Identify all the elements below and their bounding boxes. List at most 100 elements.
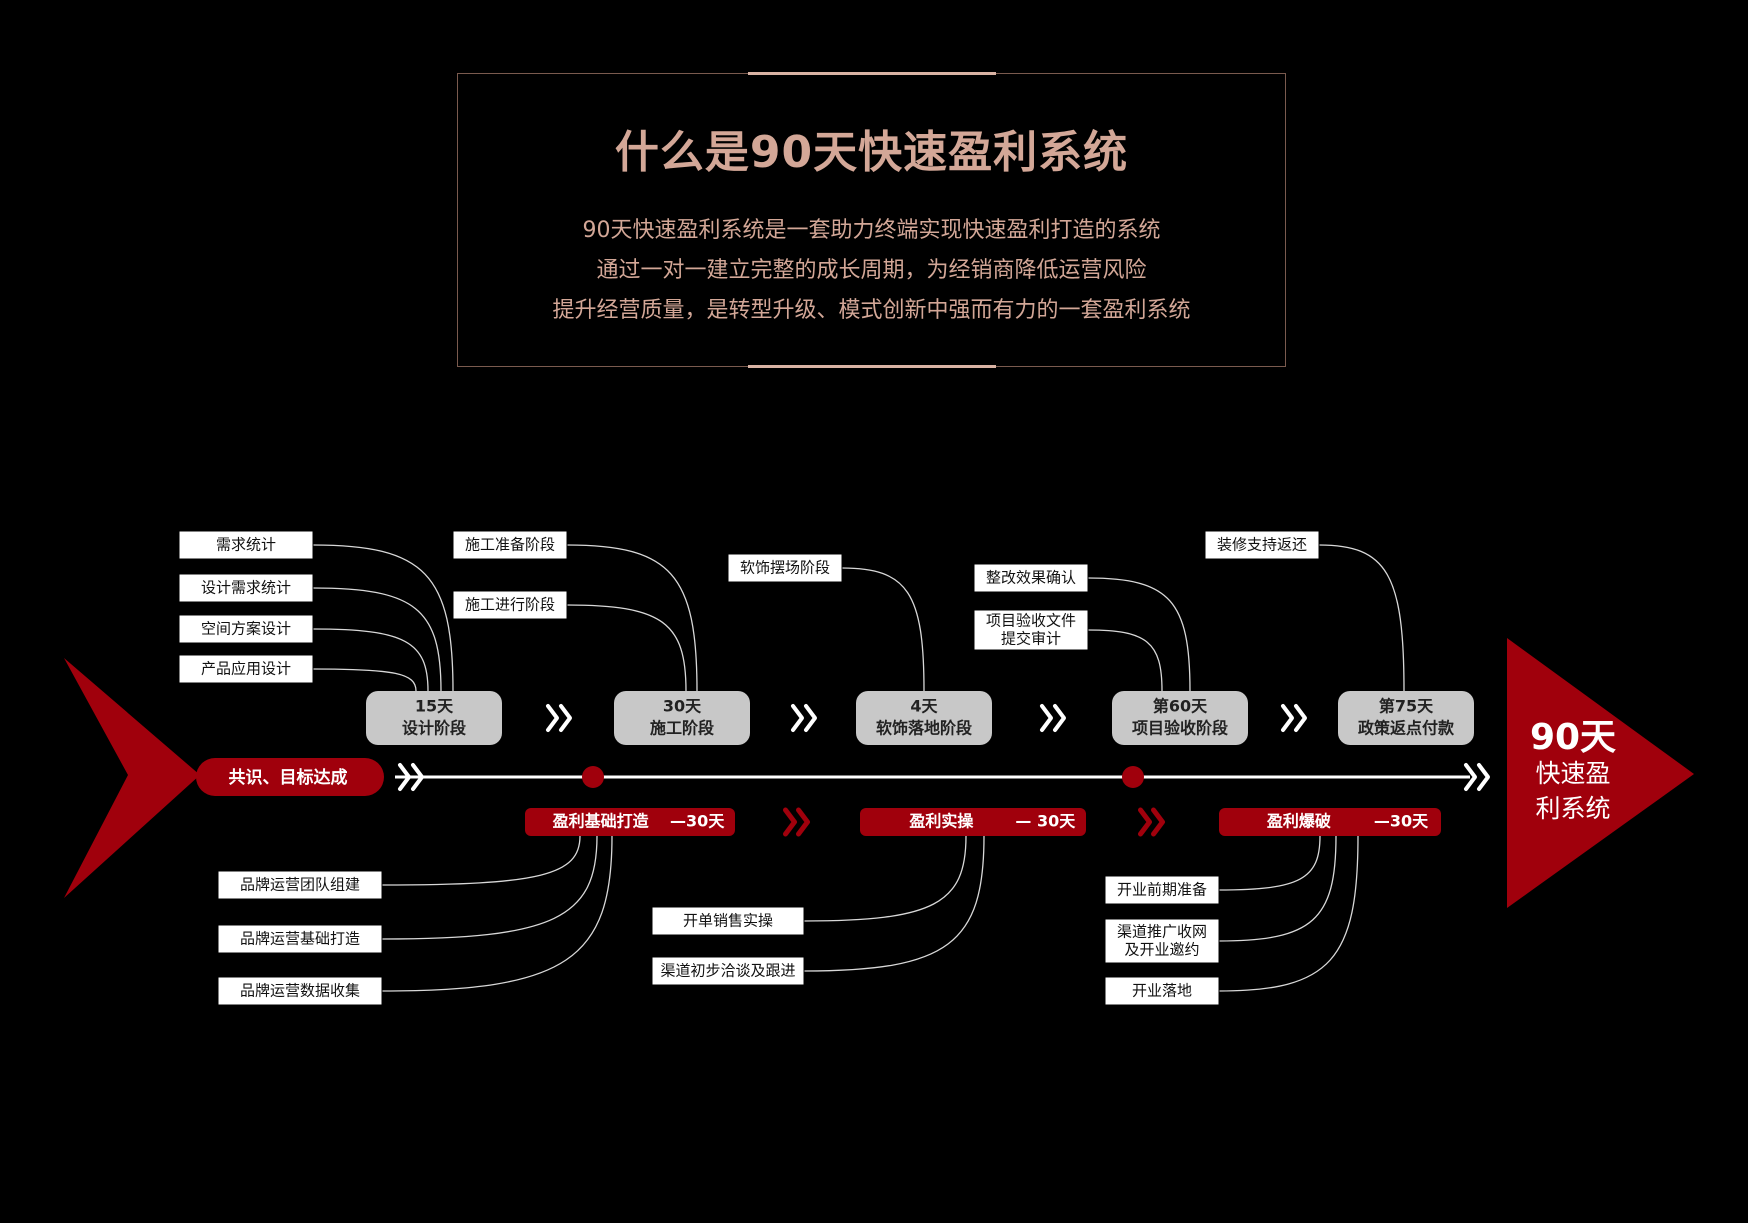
- end-chevrons: [1464, 763, 1490, 791]
- stage-task-label: 设计需求统计: [201, 579, 291, 597]
- phase-pill: [525, 808, 735, 836]
- start-label: 共识、目标达成: [229, 767, 348, 788]
- phase-name: 盈利实操: [908, 812, 974, 831]
- phase-duration: — 30天: [1015, 812, 1076, 831]
- chevron-mark: [796, 807, 810, 837]
- phase-task-label: 及开业邀约: [1124, 941, 1199, 959]
- phase-duration: —30天: [670, 812, 725, 831]
- phase-name: 盈利爆破: [1266, 812, 1331, 831]
- stage-chevrons: [546, 704, 572, 732]
- chevron-mark: [1151, 807, 1165, 837]
- stage-name: 软饰落地阶段: [876, 719, 973, 738]
- stage-connector: [1087, 629, 1163, 692]
- chevron-mark: [804, 704, 817, 732]
- phase-duration: —30天: [1374, 812, 1429, 831]
- stage-task-box: [727, 553, 843, 583]
- phase-task-box: [651, 956, 805, 986]
- phase-connector: [803, 835, 967, 922]
- stage-days: 第60天: [1153, 697, 1208, 716]
- stage-days: 4天: [910, 697, 938, 716]
- stage-task-label: 空间方案设计: [201, 620, 291, 638]
- stage-task-label: 产品应用设计: [201, 660, 291, 678]
- intro-line-2: 通过一对一建立完整的成长周期，为经销商降低运营风险: [596, 258, 1147, 283]
- phase-connector: [803, 835, 985, 972]
- stage-task-label: 施工准备阶段: [465, 536, 555, 554]
- chevron-mark: [1053, 704, 1066, 732]
- timeline-dot: [582, 766, 604, 788]
- phase-connector: [1218, 835, 1359, 992]
- intro-line-3: 提升经营质量，是转型升级、模式创新中强而有力的一套盈利系统: [552, 298, 1191, 323]
- phase-task-label: 品牌运营团队组建: [240, 876, 360, 894]
- phase-task-label: 品牌运营数据收集: [240, 982, 360, 1000]
- stage-box: [614, 691, 750, 745]
- intro-line-1: 90天快速盈利系统是一套助力终端实现快速盈利打造的系统: [582, 218, 1161, 243]
- chevron-mark: [1138, 807, 1152, 837]
- stage-task-box: [973, 563, 1089, 593]
- chevron-mark: [791, 704, 804, 732]
- stage-task-box: [973, 609, 1089, 651]
- stage-name: 政策返点付款: [1358, 719, 1455, 738]
- stage-days: 30天: [663, 697, 702, 716]
- stage-task-label: 软饰摆场阶段: [740, 559, 830, 577]
- phase-task-box: [217, 976, 383, 1006]
- stage-connector: [841, 567, 925, 692]
- stage-task-label: 装修支持返还: [1217, 536, 1307, 554]
- phase-task-box: [217, 924, 383, 954]
- phase-task-label: 渠道初步洽谈及跟进: [660, 962, 795, 980]
- stage-name: 设计阶段: [402, 719, 467, 738]
- stage-task-box: [178, 654, 314, 684]
- chevron-mark: [1040, 704, 1053, 732]
- phase-connector: [1218, 835, 1321, 891]
- chevron-mark: [411, 763, 424, 791]
- phase-task-label: 品牌运营基础打造: [240, 930, 360, 948]
- phase-connector: [381, 835, 613, 992]
- start-chevrons: [398, 763, 424, 791]
- stage-chevrons: [1040, 704, 1066, 732]
- chevron-mark: [1294, 704, 1307, 732]
- phase-pill: [860, 808, 1086, 836]
- stage-task-box: [178, 614, 314, 644]
- stage-task-label: 项目验收文件: [986, 612, 1076, 630]
- phase-task-box: [217, 870, 383, 900]
- phase-connector: [381, 835, 581, 886]
- end-line-2: 利系统: [1535, 794, 1610, 823]
- intro-title: 什么是90天快速盈利系统: [614, 127, 1129, 178]
- stage-task-box: [452, 590, 568, 620]
- stage-connector: [312, 587, 442, 692]
- stage-task-label: 需求统计: [216, 536, 276, 554]
- stage-box: [1338, 691, 1474, 745]
- stage-connector: [312, 628, 429, 692]
- chevron-mark: [546, 704, 559, 732]
- chevron-mark: [559, 704, 572, 732]
- stage-chevrons: [791, 704, 817, 732]
- stage-name: 施工阶段: [650, 719, 715, 738]
- phase-connector: [381, 835, 598, 940]
- intro-top-accent: [748, 72, 996, 75]
- phase-task-label: 渠道推广收网: [1117, 923, 1207, 941]
- end-arrow-head: [1507, 638, 1694, 908]
- chevron-mark: [1281, 704, 1294, 732]
- stage-box: [366, 691, 502, 745]
- phase-chevrons: [783, 807, 810, 837]
- phase-task-box: [1104, 875, 1220, 905]
- stage-task-box: [178, 530, 314, 560]
- stage-connector: [566, 544, 698, 692]
- phase-task-label: 开业落地: [1132, 982, 1192, 1000]
- start-pill: [196, 758, 384, 796]
- stage-task-box: [178, 573, 314, 603]
- stage-task-label: 提交审计: [1001, 630, 1061, 648]
- stage-task-label: 整改效果确认: [986, 569, 1076, 587]
- stage-task-label: 施工进行阶段: [465, 596, 555, 614]
- stage-connector: [312, 544, 454, 692]
- chevron-mark: [398, 763, 411, 791]
- stage-days: 第75天: [1379, 697, 1434, 716]
- phase-chevrons: [1138, 807, 1165, 837]
- phase-pill: [1219, 808, 1441, 836]
- stage-days: 15天: [415, 697, 454, 716]
- stage-connector: [312, 668, 417, 692]
- chevron-mark: [1464, 763, 1477, 791]
- timeline-dot: [1122, 766, 1144, 788]
- stage-box: [856, 691, 992, 745]
- stage-box: [1112, 691, 1248, 745]
